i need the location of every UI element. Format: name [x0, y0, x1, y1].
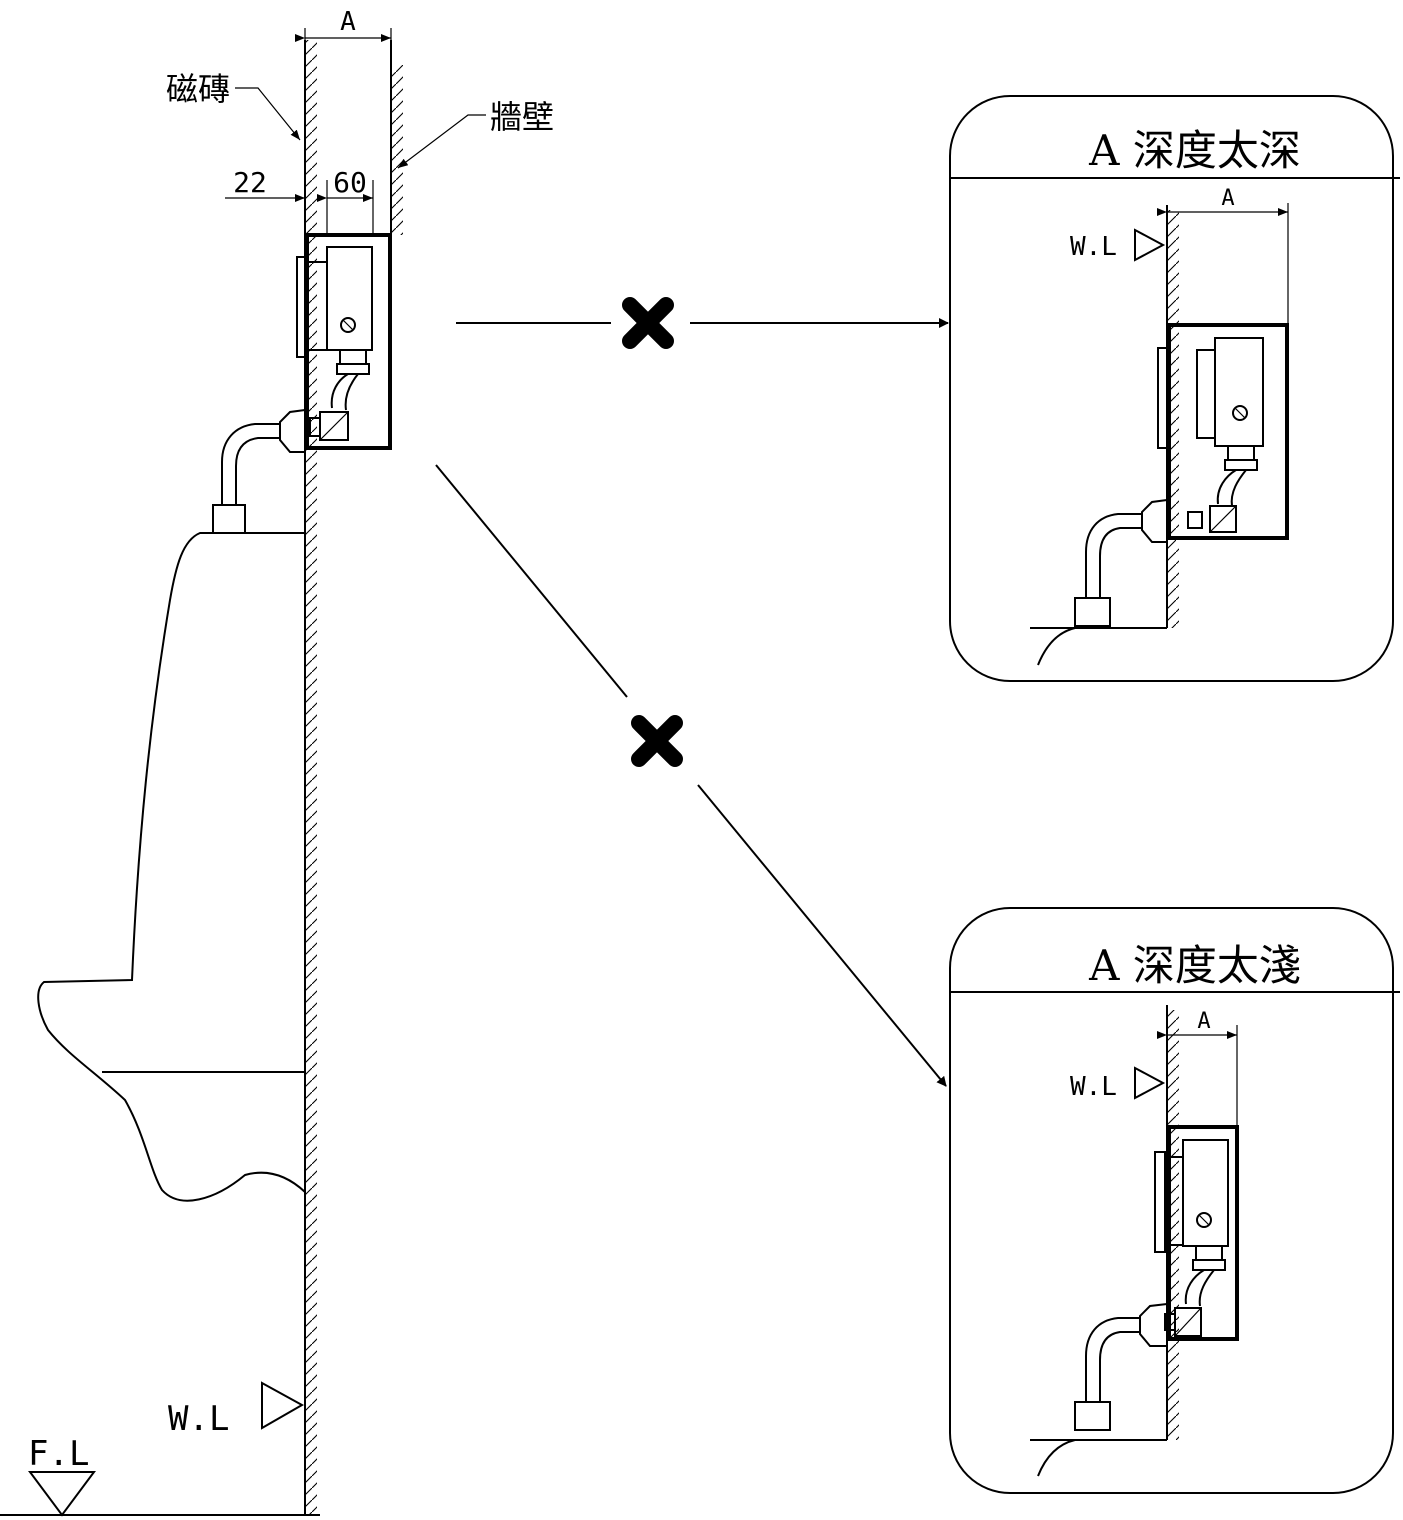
arrow-to-too-shallow [435, 464, 947, 1087]
panel-too-deep-recess-box [1167, 323, 1289, 540]
panel-too-shallow-wl-label: W.L [1070, 1072, 1117, 1102]
urinal [37, 532, 306, 1202]
panel-too-deep-dim-label: A [1221, 186, 1234, 211]
tile-label-group: 磁磚 [166, 70, 301, 141]
wall-label-group: 牆壁 [397, 98, 554, 169]
panel-too-shallow-recess-box [1167, 1125, 1239, 1341]
panel-too-shallow-title: A 深度太淺 [1088, 941, 1301, 990]
floor-level-marker: F.L [0, 1434, 320, 1517]
dimension-a: A [295, 7, 392, 48]
x-mark-icon [622, 297, 674, 349]
main-elevation: A 磁磚 牆壁 22 60 [0, 7, 554, 1517]
panel-too-deep-wl-label: W.L [1070, 232, 1117, 262]
panel-too-shallow-valve [1037, 1139, 1229, 1477]
panel-too-shallow-dimension: A [1157, 1009, 1238, 1127]
panel-too-deep-wl-marker [1134, 228, 1166, 262]
structural-wall [390, 40, 403, 235]
wall-label: 牆壁 [490, 98, 554, 136]
floor-level-label: F.L [28, 1434, 89, 1474]
water-level-label: W.L [168, 1399, 229, 1439]
panel-too-shallow-wl-marker [1134, 1066, 1166, 1100]
flush-valve-unit [212, 246, 373, 534]
panel-too-deep: A 深度太深 A W.L [949, 95, 1400, 682]
water-level-marker: W.L [168, 1381, 305, 1439]
dimension-60: 60 [317, 166, 374, 235]
tile-label: 磁磚 [166, 70, 230, 108]
dimension-60-label: 60 [333, 166, 367, 199]
panel-too-deep-valve [1037, 337, 1264, 666]
panel-too-deep-dimension: A [1157, 186, 1289, 325]
panel-too-shallow: A 深度太淺 A W.L [949, 907, 1400, 1494]
dimension-22: 22 [225, 166, 305, 202]
dimension-a-label: A [340, 7, 356, 37]
panel-too-shallow-dim-label: A [1197, 1009, 1210, 1034]
x-mark-icon [631, 715, 683, 767]
dimension-22-label: 22 [233, 166, 267, 199]
arrow-to-too-deep [456, 297, 949, 349]
panel-too-deep-title: A 深度太深 [1088, 126, 1301, 175]
